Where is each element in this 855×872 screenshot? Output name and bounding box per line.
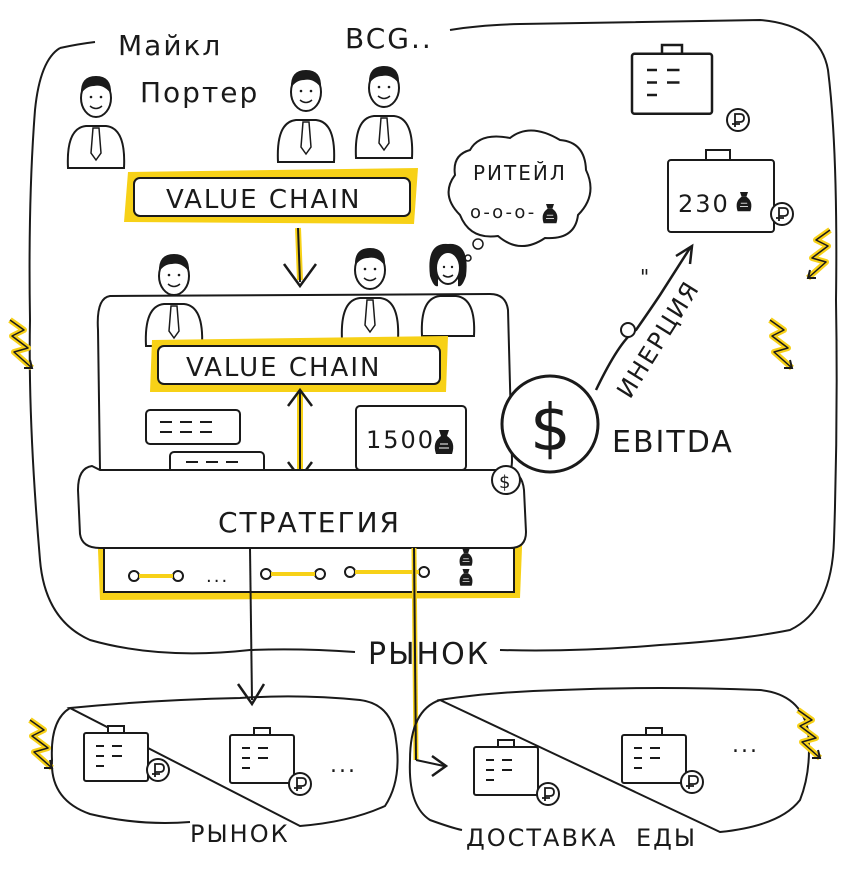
dollar-sign: $ [530, 392, 573, 466]
bcg-label: BCG.. [345, 22, 433, 55]
briefcase-230-handle [705, 149, 731, 161]
briefcase-icon [621, 727, 687, 784]
small-dollar-icon: $ [491, 465, 521, 495]
ruble-icon [680, 770, 704, 794]
dollar-coin-icon [500, 374, 600, 474]
strategy-label: СТРАТЕГИЯ [218, 506, 401, 539]
briefcase-icon [83, 725, 149, 782]
market-center-label: РЫНОК [368, 637, 490, 672]
delivery-label-line2: ЕДЫ [636, 824, 697, 852]
market-bottom-label: РЫНОК [190, 820, 290, 848]
retail-chain: o-o-o- [470, 202, 536, 223]
lightning-icon [770, 320, 792, 368]
ruble-icon [288, 772, 312, 796]
ebitda-label: EBITDA [612, 425, 734, 460]
delivery-label-line1: ДОСТАВКА [466, 824, 617, 852]
retail-thought-bubble: РИТЕЙЛ o-o-o- [447, 129, 592, 262]
value-230-label: 230 [678, 190, 730, 218]
svg-text:$: $ [499, 472, 512, 493]
double-arrow-icon [287, 387, 313, 481]
ruble-icon [536, 782, 560, 806]
value-chain-top-banner [133, 177, 411, 217]
arrow-down-icon [282, 227, 318, 289]
strategy-dots: ... [206, 566, 229, 587]
delivery-dots: ... [732, 733, 759, 758]
briefcase-icon [630, 43, 714, 115]
bcg-person-icon-1 [276, 69, 336, 163]
value-chain-top-label: VALUE CHAIN [166, 185, 361, 215]
inertia-marks: " [640, 265, 651, 289]
lightning-icon [30, 720, 52, 768]
strategy-chain-icon [128, 566, 430, 582]
market-cloud [50, 695, 399, 828]
doc-box-1 [145, 409, 241, 445]
lightning-icon [10, 320, 32, 368]
porter-label-line1: Майкл [118, 29, 222, 62]
briefcase-230 [667, 159, 775, 233]
market-dots: ... [330, 753, 357, 778]
bcg-person-icon-2 [354, 65, 414, 159]
value-chain-mid-label: VALUE CHAIN [186, 353, 381, 383]
arrow-down-left-icon [236, 547, 266, 707]
ruble-icon [726, 108, 750, 132]
delivery-cloud [408, 687, 810, 834]
lightning-icon [808, 230, 830, 278]
lightning-icon [798, 710, 820, 758]
inertia-arrow-icon [594, 247, 692, 391]
porter-person-icon [66, 75, 126, 169]
ruble-icon [770, 202, 794, 226]
ruble-icon [146, 758, 170, 782]
outer-cloud [28, 18, 838, 655]
porter-label-line2: Портер [140, 76, 259, 109]
value-chain-mid-banner [157, 345, 441, 385]
value-1500-label: 1500 [366, 426, 435, 454]
retail-label: РИТЕЙЛ [473, 161, 567, 185]
briefcase-icon [229, 727, 295, 784]
strategy-lower-band [103, 547, 515, 593]
briefcase-icon [473, 739, 539, 796]
